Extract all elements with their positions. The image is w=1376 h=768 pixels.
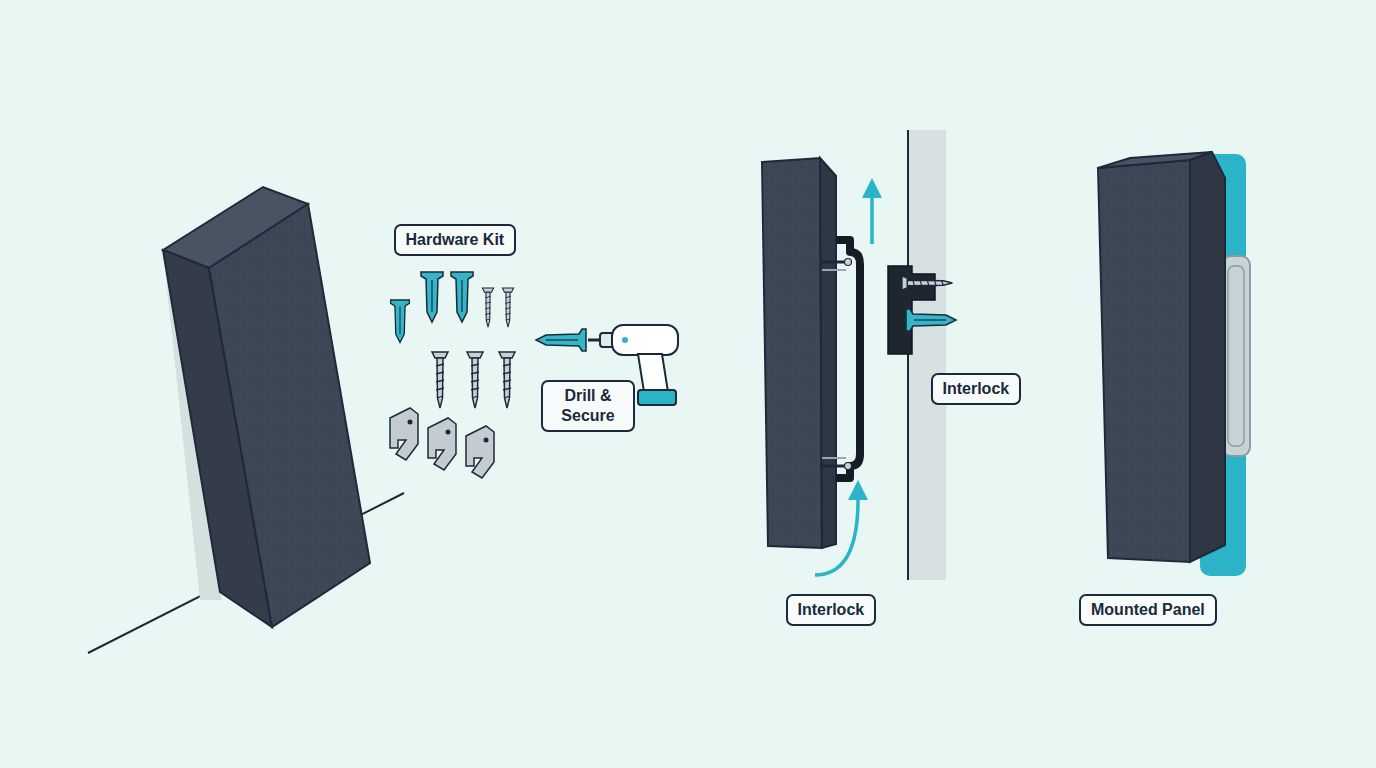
wall-part <box>908 130 946 580</box>
label-text: Hardware Kit <box>406 230 505 250</box>
hardware-parts-part <box>451 272 473 322</box>
drill-tool-part <box>638 354 668 392</box>
hardware-parts-part <box>432 352 448 408</box>
label-text: Interlock <box>943 379 1010 399</box>
motion-arrows <box>815 178 882 575</box>
drill-tool-part <box>622 337 628 343</box>
label-box: Interlock <box>786 594 877 626</box>
wall-cleat <box>888 266 956 354</box>
hardware-parts-part <box>428 418 456 470</box>
drill-tool-part <box>536 329 586 351</box>
hardware-parts-part <box>466 426 494 478</box>
wall-cleat-part <box>902 276 952 290</box>
panel-mounted-part <box>1098 160 1190 562</box>
wall-part <box>907 130 909 580</box>
hardware-parts-part <box>421 272 443 322</box>
hardware-parts-part <box>499 352 515 408</box>
label-box: Interlock <box>931 373 1022 405</box>
panel-leaning-part <box>209 204 370 627</box>
panel-leaning-part <box>209 204 370 627</box>
panel-hanging-part <box>822 270 846 458</box>
panel-hanging-part <box>762 158 822 548</box>
hardware-parts <box>390 272 515 478</box>
drill-tool-part <box>612 325 678 355</box>
panel-hanging-part <box>820 262 846 466</box>
wall <box>908 130 946 580</box>
label-box: Mounted Panel <box>1079 594 1217 626</box>
label-text: Drill & Secure <box>553 386 623 426</box>
panel-mounted-part <box>1228 266 1244 446</box>
hardware-parts-part <box>467 352 483 408</box>
hardware-parts-part <box>391 300 410 343</box>
panel-hanging-part <box>845 259 852 266</box>
panel-mounted-part <box>1190 152 1225 562</box>
motion-arrows-part <box>848 480 868 500</box>
hardware-parts-part <box>482 288 493 327</box>
hardware-parts-part <box>390 408 418 460</box>
label-box: Hardware Kit <box>394 224 517 256</box>
panel-hanging <box>762 158 860 548</box>
panel-mounted-part <box>1098 160 1190 562</box>
panel-hanging-part <box>836 240 860 478</box>
panel-hanging-part <box>845 463 852 470</box>
motion-arrows-part <box>815 500 858 575</box>
hardware-parts-part <box>502 288 513 327</box>
label-box: Drill & Secure <box>541 380 635 432</box>
drill-tool-part <box>638 390 676 405</box>
panel-mounted-part <box>1222 256 1250 456</box>
label-text: Mounted Panel <box>1091 600 1205 620</box>
panel-mounted <box>1098 152 1250 576</box>
panel-leaning <box>163 187 370 627</box>
label-text: Interlock <box>798 600 865 620</box>
wall-cleat-part <box>906 309 956 331</box>
motion-arrows-part <box>870 196 874 244</box>
panel-hanging-part <box>820 158 836 548</box>
motion-arrows-part <box>862 178 882 198</box>
wall-cleat-part <box>888 266 935 354</box>
panel-hanging-part <box>762 158 822 548</box>
